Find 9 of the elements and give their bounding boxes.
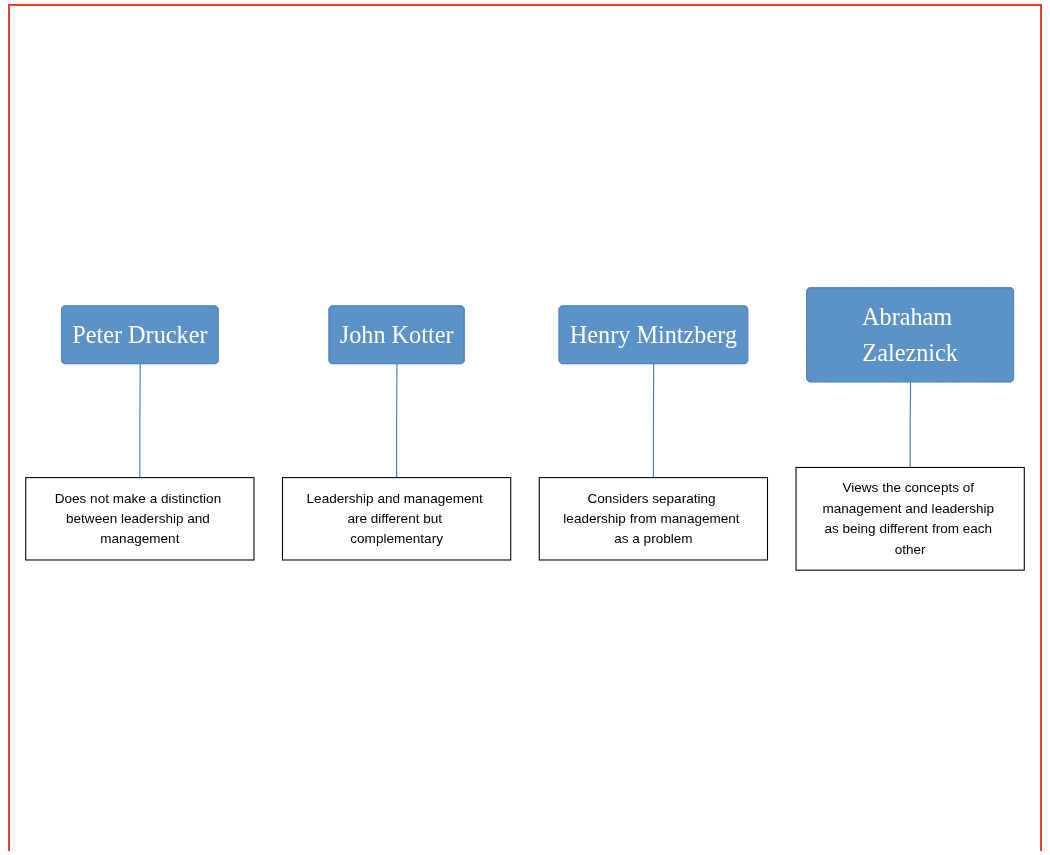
node-box — [538, 476, 769, 561]
connector — [396, 363, 398, 478]
connector — [652, 363, 655, 478]
node-box — [281, 476, 512, 561]
connector — [139, 363, 141, 478]
node-box — [25, 476, 255, 561]
page-border: Peter Drucker John Kotter Henry Mintzberg Abraham Zaleznick Does not make a distinction between leadership and management Leadership and management are different but complementary Considers separating leadership from management as a problem Views the concepts of management and leadership as being different from each other — [8, 4, 1042, 851]
connector — [909, 381, 912, 468]
node-box — [795, 466, 1025, 571]
